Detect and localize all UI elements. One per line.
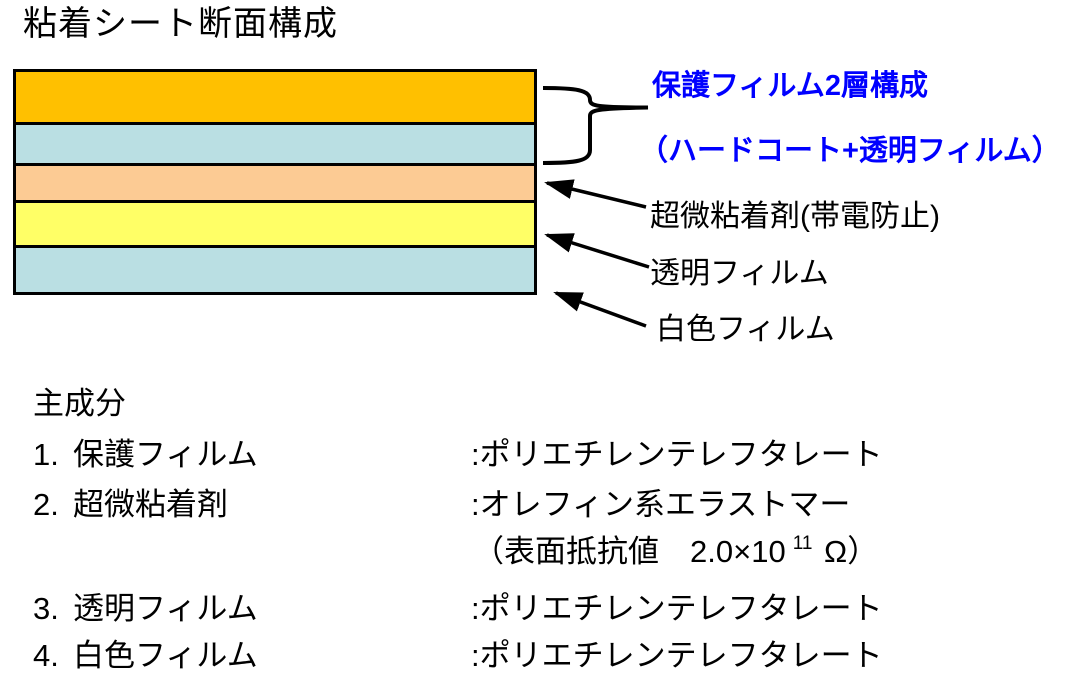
surface-resistance-note: （表面抵抗値 2.0×10 11 Ω） [473,533,879,570]
resistance-note-suffix: Ω） [815,534,879,569]
layer-ultra-fine-adhesive [16,166,534,203]
label-ultra-fine-adhesive: 超微粘着剤(帯電防止) [650,200,940,233]
brace-icon [542,86,649,165]
arrow-icon-transparent-film [544,233,650,269]
sheet-cross-section-diagram [13,69,537,295]
list-item-1-material: :ポリエチレンテレフタレート [471,437,883,472]
layer-protective-hard-coat [16,72,534,125]
resistance-note-prefix: （表面抵抗値 2.0×10 [473,534,786,569]
callout-protective-film-line1: 保護フィルム2層構成 [652,70,928,102]
list-item-2-material: :オレフィン系エラストマー [471,487,851,522]
list-item-2-label: 超微粘着剤 [73,487,228,522]
list-item-1-number: 1. [33,437,59,472]
list-item-3-name: 3. 透明フィルム [33,591,258,627]
list-item-1-label: 保護フィルム [73,437,258,472]
list-item-4-material: :ポリエチレンテレフタレート [471,638,883,673]
layer-transparent-film [16,203,534,248]
list-item-4-name: 4. 白色フィルム [33,638,258,674]
list-item-2-name: 2. 超微粘着剤 [33,487,228,523]
label-white-film: 白色フィルム [656,313,835,346]
arrow-icon-adhesive [544,179,647,209]
layer-protective-clear-film [16,125,534,166]
page-title: 粘着シート断面構成 [23,5,338,43]
layer-white-film [16,248,534,292]
arrow-icon-white-film [553,291,647,328]
label-transparent-film: 透明フィルム [650,257,829,290]
list-item-4-number: 4. [33,638,59,673]
components-heading: 主成分 [33,386,126,421]
list-item-1-name: 1. 保護フィルム [33,437,258,473]
callout-protective-film-line2: （ハードコート+透明フィルム） [639,135,1061,167]
list-item-3-material: :ポリエチレンテレフタレート [471,591,883,626]
resistance-exponent: 11 [792,533,813,554]
list-item-3-number: 3. [33,591,59,626]
list-item-4-label: 白色フィルム [73,638,258,673]
list-item-3-label: 透明フィルム [73,591,258,626]
list-item-2-number: 2. [33,487,59,522]
